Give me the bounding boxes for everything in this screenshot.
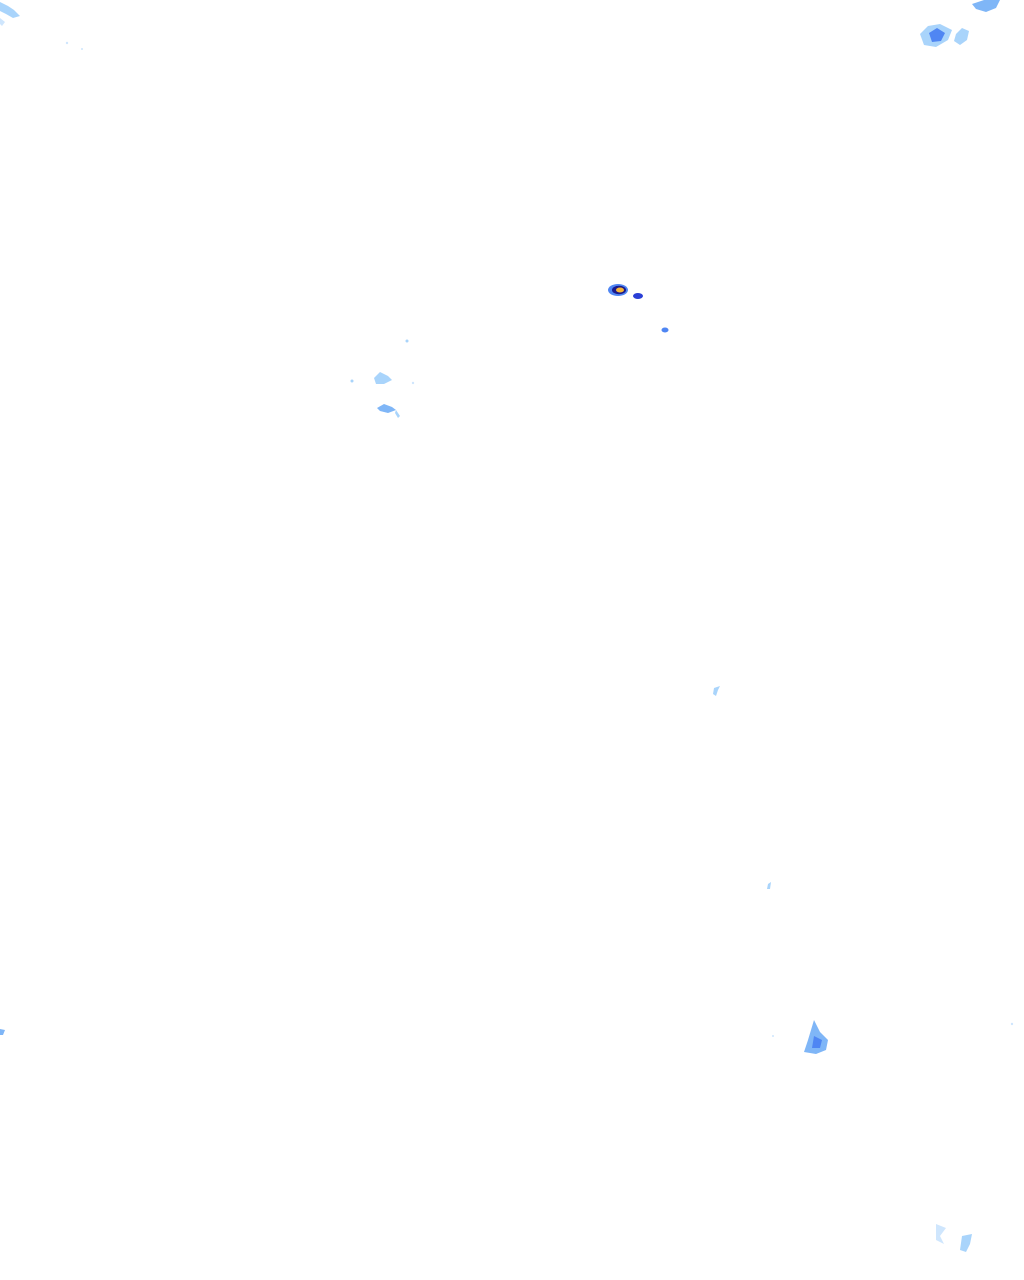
rain-cell: [0, 1029, 5, 1035]
rain-cell: [0, 2, 83, 50]
rain-cell: [713, 686, 771, 889]
rain-cell: [936, 1224, 972, 1252]
rain-cell: [350, 339, 415, 418]
rain-cell: [772, 1020, 1014, 1054]
storm-cell: [608, 284, 669, 333]
rain-cell: [920, 0, 1000, 47]
